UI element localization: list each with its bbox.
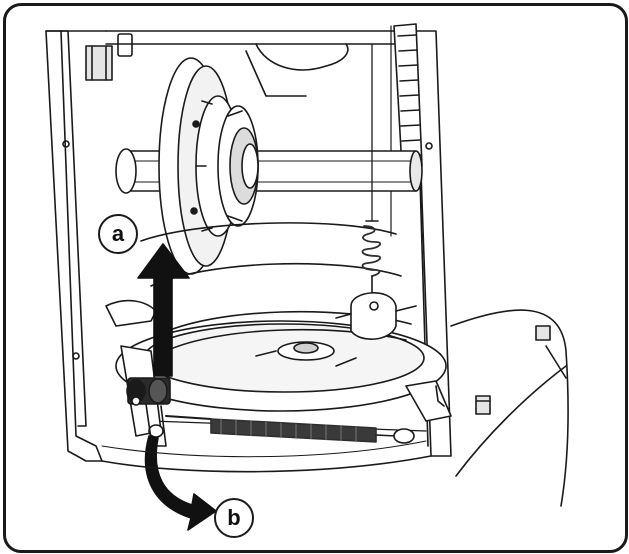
- arrow-b-curved: [144, 435, 217, 531]
- right-side-bracket: [405, 380, 491, 422]
- spring-hook: [393, 428, 415, 444]
- callout-a: a: [98, 214, 138, 254]
- mechanism-illustration: [45, 23, 569, 531]
- adjustment-bolt-assembly: [105, 299, 171, 447]
- belt-strap: [390, 23, 423, 237]
- top-frame: [85, 30, 407, 97]
- discharge-chute: [450, 309, 569, 507]
- large-pulley: [158, 57, 259, 275]
- upper-spring-assembly: [335, 43, 417, 340]
- spring-bracket: [350, 292, 397, 340]
- left-housing-wall: [45, 30, 107, 462]
- lower-disc: [115, 222, 447, 412]
- lower-housing: [101, 440, 432, 473]
- tension-spring-assembly: [150, 415, 427, 444]
- illustration-frame: a b: [3, 3, 628, 553]
- arrow-a-up: [137, 243, 190, 377]
- callout-b: b: [214, 498, 254, 538]
- tension-spring: [210, 418, 377, 443]
- upper-spring: [361, 225, 382, 277]
- upper-bolt: [85, 45, 113, 81]
